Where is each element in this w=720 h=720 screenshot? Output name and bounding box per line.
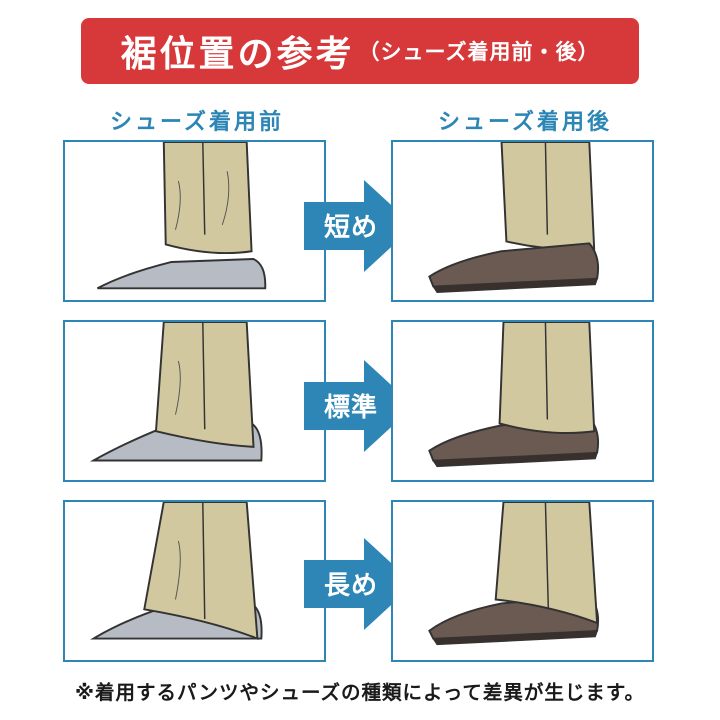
column-header-after: シューズ着用後 [438,110,612,135]
shoe-foot-illustration [428,502,600,646]
arrow-label-long: 長め [323,571,378,601]
column-header-before: シューズ着用前 [110,110,284,135]
arrow-long: 長め [304,538,416,630]
shoe-foot-illustration [428,142,600,293]
sock-foot-illustration [90,502,263,641]
illustration-before-long [63,500,326,662]
arrow-standard: 標準 [304,360,416,452]
arrow-label-short: 短め [323,213,378,243]
sock-foot-illustration [89,322,263,462]
illustration-after-short [391,140,654,302]
illustration-before-standard [63,320,326,482]
arrow-label-standard: 標準 [323,393,378,423]
sock-foot-illustration [96,142,267,290]
page-title: 裾位置の参考 [120,34,355,75]
page-subtitle: （シューズ着用前・後） [358,40,600,64]
footnote: ※着用するパンツやシューズの種類によって差異が生じます。 [75,681,645,704]
shoe-foot-illustration [428,322,600,468]
illustration-before-short [63,140,326,302]
illustration-after-long [391,500,654,662]
illustration-after-standard [391,320,654,482]
arrow-short: 短め [304,180,416,272]
title-banner: 裾位置の参考 （シューズ着用前・後） [81,18,639,84]
